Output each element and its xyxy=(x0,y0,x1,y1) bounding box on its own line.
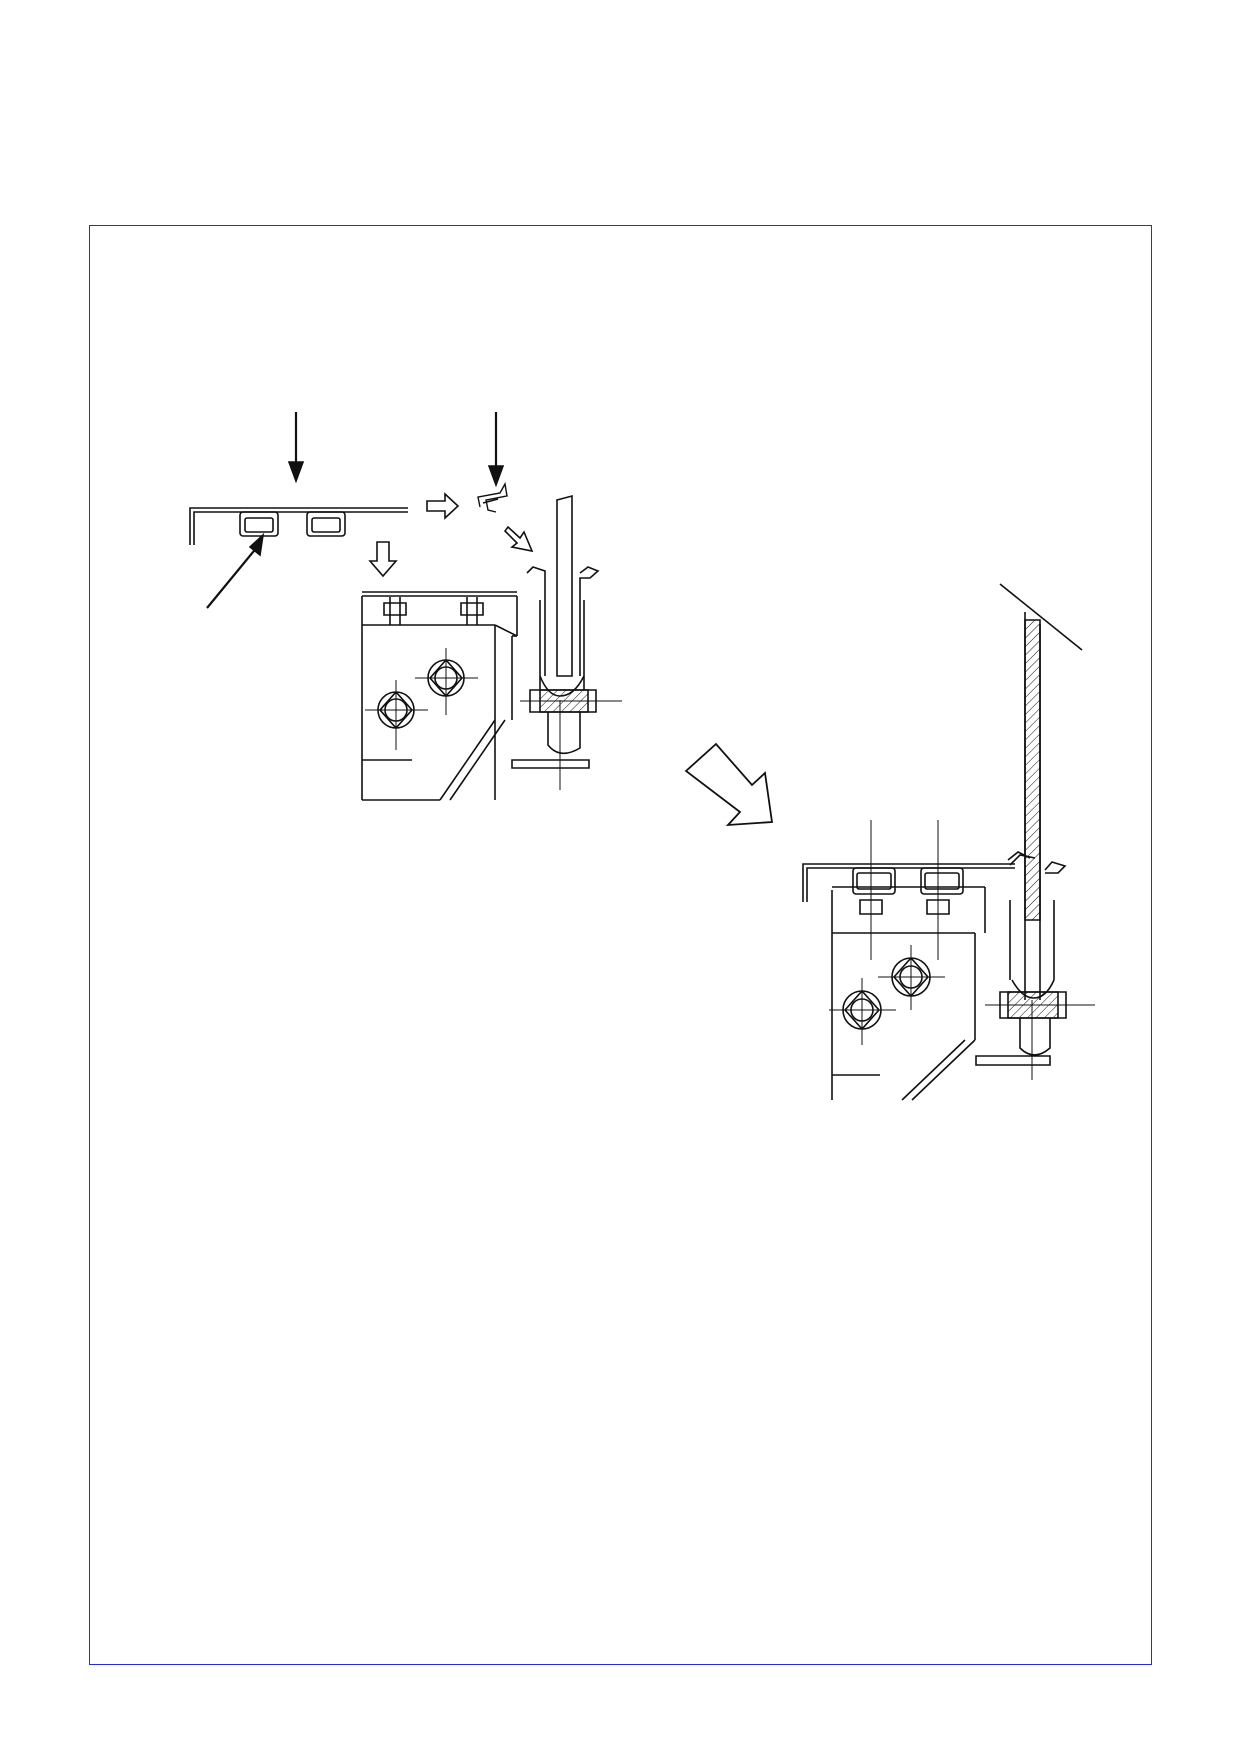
panel-seal-assembled xyxy=(976,852,1095,1080)
hollow-arrow-diagonal xyxy=(505,527,532,551)
bolt-head-1 xyxy=(415,648,478,715)
spring-clip xyxy=(478,484,507,512)
hollow-arrow-next-stage xyxy=(686,744,772,825)
bolt-head-4 xyxy=(829,978,896,1045)
bolt-head-2 xyxy=(365,680,428,750)
hollow-arrow-right xyxy=(427,494,458,518)
down-arrow-channel xyxy=(289,412,303,481)
hollow-arrow-down xyxy=(370,542,396,576)
strut-channel-assembled xyxy=(803,855,1035,902)
mounting-bracket xyxy=(362,592,517,800)
ceiling-line xyxy=(1000,584,1082,650)
down-arrow-clip xyxy=(489,412,503,485)
panel-seal-assembly xyxy=(512,496,622,790)
strut-channel xyxy=(190,508,408,545)
mounting-bracket-assembled xyxy=(832,820,985,1100)
bolt-head-3 xyxy=(878,945,945,1010)
vertical-panel xyxy=(1025,612,1040,1000)
figure-frame xyxy=(89,225,1152,1665)
leader-arrow xyxy=(207,535,263,608)
